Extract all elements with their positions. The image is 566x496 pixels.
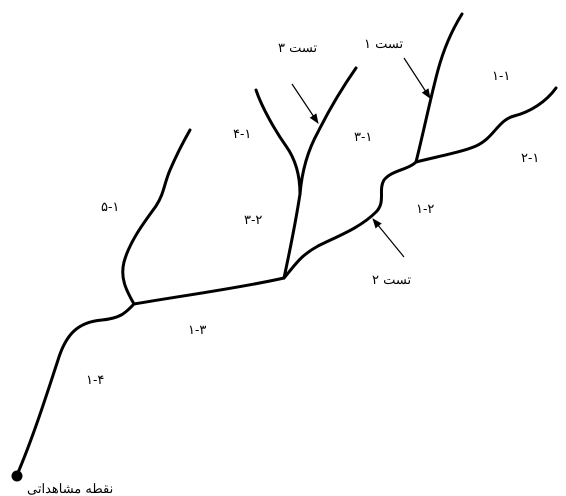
- tributary-segment-2-1: [414, 86, 558, 164]
- label-segment-4-1: ۴-۱: [233, 127, 251, 142]
- main-channel-segment-1-2: [282, 160, 418, 280]
- label-segment-5-1: ۵-۱: [101, 200, 119, 215]
- test-3-arrow: [291, 83, 319, 124]
- label-segment-1-3: ۱-۳: [188, 323, 206, 338]
- test-1-arrow: [403, 57, 431, 99]
- observation-point-marker: [11, 470, 23, 482]
- tributary-segment-3-1: [298, 66, 358, 196]
- label-test-3: تست ۳: [278, 41, 317, 56]
- tributary-segment-5-1: [121, 128, 192, 306]
- label-test-1: تست ۱: [364, 37, 403, 52]
- test-2-arrow: [372, 218, 405, 258]
- tributary-segment-4-1: [254, 88, 302, 196]
- label-segment-3-1: ۳-۱: [354, 130, 372, 145]
- label-segment-3-2: ۳-۲: [244, 213, 262, 228]
- main-channel-segment-1-4: [15, 302, 136, 477]
- tributary-segment-1-1: [414, 12, 464, 164]
- label-segment-1-1: ۱-۱: [492, 69, 510, 84]
- label-segment-1-2: ۱-۲: [416, 202, 434, 217]
- label-segment-2-1: ۲-۱: [521, 151, 539, 166]
- label-segment-1-4: ۱-۴: [86, 373, 104, 388]
- main-channel-segment-1-3: [132, 276, 286, 306]
- label-test-2: تست ۲: [372, 273, 411, 288]
- label-observation-point: نقطه مشاهداتی: [27, 482, 113, 496]
- tributary-segment-3-2: [282, 192, 302, 280]
